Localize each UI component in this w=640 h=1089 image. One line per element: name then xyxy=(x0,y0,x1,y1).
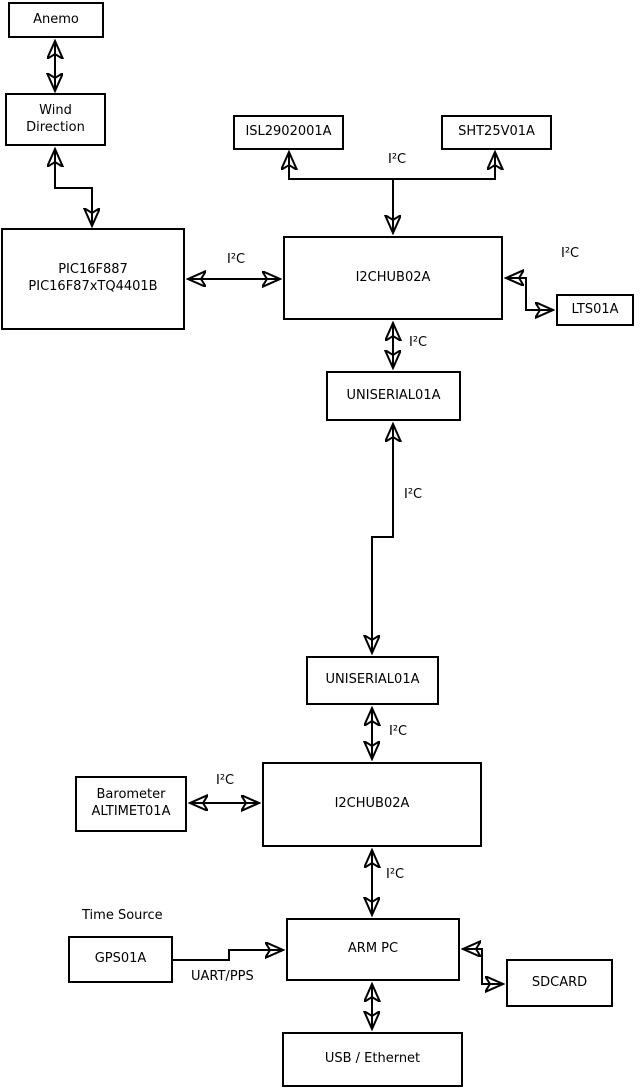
node-barometer: Barometer ALTIMET01A xyxy=(75,776,187,832)
node-sdcard: SDCARD xyxy=(506,959,613,1007)
node-pic-microcontroller: PIC16F887 PIC16F87xTQ4401B xyxy=(1,228,185,330)
node-usb-ethernet: USB / Ethernet xyxy=(282,1032,463,1087)
connector-hub1-lts xyxy=(506,278,553,310)
connector-gps-armpc xyxy=(173,950,283,961)
node-anemometer: Anemo xyxy=(8,2,104,38)
connector-wind-pic xyxy=(55,149,92,226)
label-barometer-bus-i2c: I²C xyxy=(216,773,235,788)
label-time-source: Time Source xyxy=(82,908,163,923)
label-hub1-uniserial-i2c: I²C xyxy=(409,335,428,350)
node-lts-temperature-sensor: LTS01A xyxy=(556,294,634,326)
connector-uniserial1-uniserial2 xyxy=(372,424,393,653)
node-isl-light-sensor: ISL2902001A xyxy=(233,115,344,150)
node-sht-humidity-sensor: SHT25V01A xyxy=(441,115,552,150)
label-sensor-bus-i2c: I²C xyxy=(388,152,407,167)
node-wind-direction: Wind Direction xyxy=(5,93,106,146)
connector-armpc-sdcard xyxy=(463,949,503,984)
label-uniserial-link-i2c: I²C xyxy=(404,487,423,502)
label-hub2-arm-i2c: I²C xyxy=(386,867,405,882)
node-uniserial-2: UNISERIAL01A xyxy=(306,656,439,705)
node-i2c-hub-1: I2CHUB02A xyxy=(283,236,503,320)
node-arm-pc: ARM PC xyxy=(286,918,460,981)
label-uart-pps: UART/PPS xyxy=(191,969,254,984)
label-pic-bus-i2c: I²C xyxy=(227,252,246,267)
label-lts-bus-i2c: I²C xyxy=(561,246,580,261)
label-uniserial-hub2-i2c: I²C xyxy=(389,724,408,739)
node-uniserial-1: UNISERIAL01A xyxy=(326,371,461,421)
node-gps: GPS01A xyxy=(68,936,173,983)
node-i2c-hub-2: I2CHUB02A xyxy=(262,762,482,847)
